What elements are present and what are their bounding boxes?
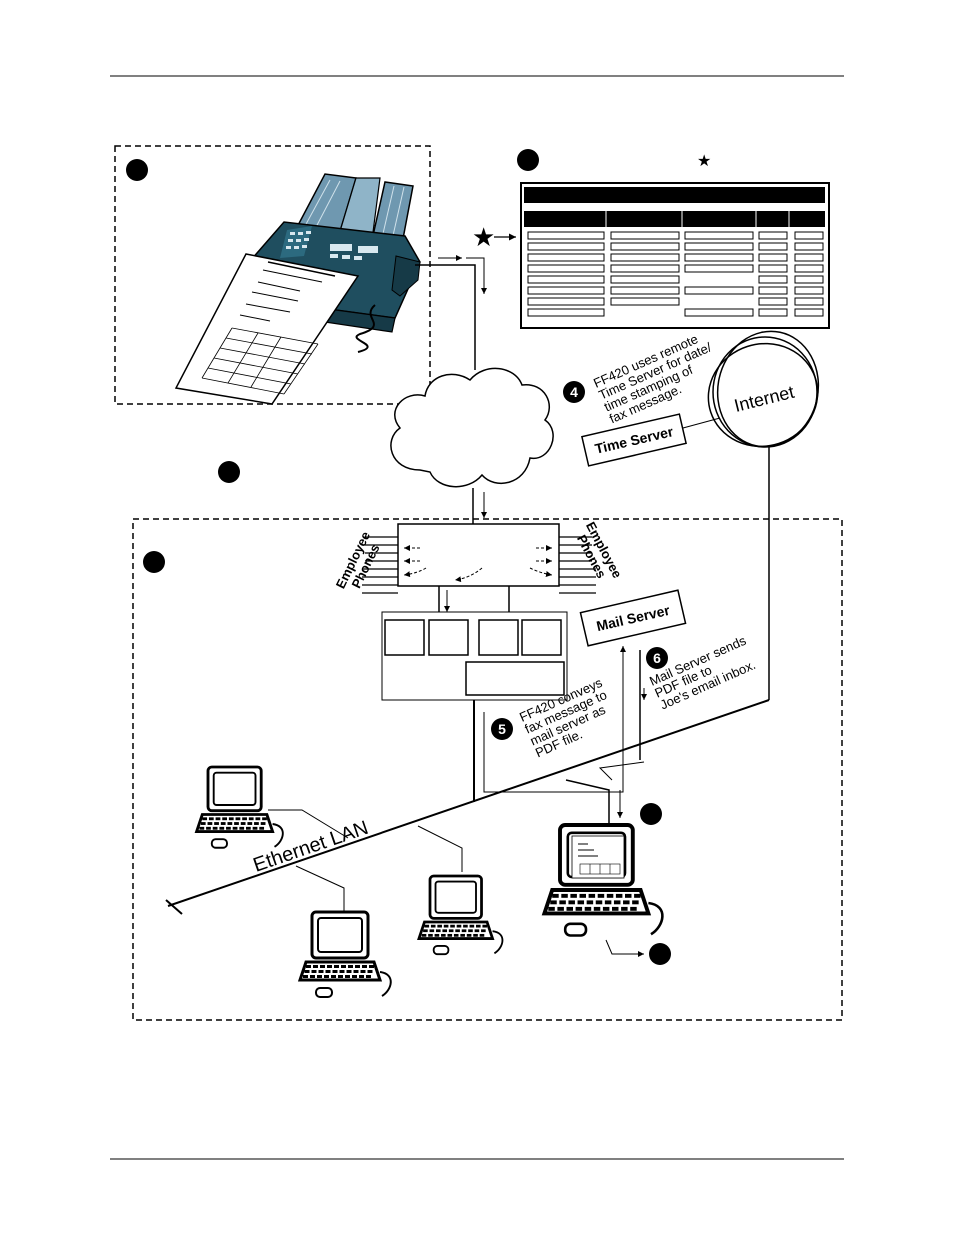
report-cell: [794, 231, 824, 240]
report-cell: [610, 231, 680, 240]
report-cell: [610, 253, 680, 262]
star-icon: ★: [697, 153, 711, 170]
step-marker-2: [517, 149, 539, 171]
report-cell: [527, 286, 605, 295]
report-cell: [684, 308, 754, 317]
report-cell: [684, 286, 754, 295]
step-4-number: 4: [570, 384, 578, 400]
desktop-computer-icon: [417, 874, 504, 956]
report-cell: [527, 297, 605, 306]
report-cell: [527, 242, 605, 251]
step-5-number: 5: [498, 721, 506, 737]
pdf-on-screen: [571, 835, 625, 879]
flow-arrow: [466, 257, 487, 294]
pbx-extension-lines: [362, 536, 596, 594]
step-marker-office: [143, 551, 165, 573]
mail-server-box: Mail Server: [579, 589, 687, 647]
step-4-marker: [563, 381, 585, 403]
time-server-link: [682, 417, 721, 429]
report-cell: [684, 253, 754, 262]
step-marker-3: [218, 461, 240, 483]
step-6-marker: [646, 647, 668, 669]
report-cell: [610, 275, 680, 284]
ff420-unit: [381, 611, 568, 701]
report-cell: [758, 308, 788, 317]
pc-lan-drop: [295, 865, 345, 912]
desktop-computer-icon: [297, 910, 392, 998]
dashed-flow-arrows: [403, 545, 553, 583]
report-cell: [794, 275, 824, 284]
flow-arrow: [605, 939, 644, 957]
telephone-network-cloud-icon: [390, 367, 554, 488]
report-cell: [794, 242, 824, 251]
step-marker-1: [126, 159, 148, 181]
ethernet-lan-backbone: [167, 699, 770, 907]
pc-lan-drop: [268, 809, 349, 839]
step-6-text: Mail Server sends PDF file to Joe's emai…: [647, 633, 758, 713]
report-cell: [684, 264, 754, 273]
report-cell: [794, 297, 824, 306]
report-cell: [758, 242, 788, 251]
step-6-number: 6: [653, 650, 661, 666]
report-cell: [794, 308, 824, 317]
step-marker-8: [649, 943, 671, 965]
desktop-computer-icon: [194, 765, 284, 849]
report-cell: [610, 242, 680, 251]
report-cell: [794, 286, 824, 295]
joe-pc-lan-drop: [565, 779, 610, 826]
report-cell: [758, 253, 788, 262]
step-marker-7: [640, 803, 662, 825]
pc-lan-drop: [417, 825, 463, 872]
report-cell: [527, 253, 605, 262]
lan-terminator: [165, 899, 183, 915]
fax-log-report: [520, 182, 830, 329]
step-5-flow-arrow: [483, 646, 626, 793]
report-cell: [527, 264, 605, 273]
report-cell: [684, 242, 754, 251]
employee-phones-left-label: Employee Phones: [333, 529, 383, 591]
internet-label: Internet: [732, 382, 796, 416]
report-cell: [610, 297, 680, 306]
step-4-text: FF420 uses remote Time Server for date/ …: [591, 331, 714, 426]
report-cell: [794, 253, 824, 262]
step-6-flow-path: [598, 761, 645, 781]
report-cell: [758, 264, 788, 273]
internet-globe-icon: Internet: [707, 330, 820, 448]
star-icon: ★: [472, 222, 495, 252]
report-cell: [610, 286, 680, 295]
report-cell: [527, 231, 605, 240]
report-cell: [684, 231, 754, 240]
pbx-box: [397, 523, 560, 587]
report-cell: [610, 264, 680, 273]
report-cell: [794, 264, 824, 273]
report-cell: [527, 275, 605, 284]
office-network-zone: [132, 518, 843, 1021]
report-cell: [758, 275, 788, 284]
fax-phone-line: [415, 264, 476, 370]
report-cell: [758, 297, 788, 306]
report-cell: [758, 231, 788, 240]
step-5-marker: [491, 718, 513, 740]
report-cell: [758, 286, 788, 295]
report-cell: [527, 308, 605, 317]
fax-machine-icon: [174, 173, 421, 405]
time-server-box: Time Server: [581, 413, 687, 467]
